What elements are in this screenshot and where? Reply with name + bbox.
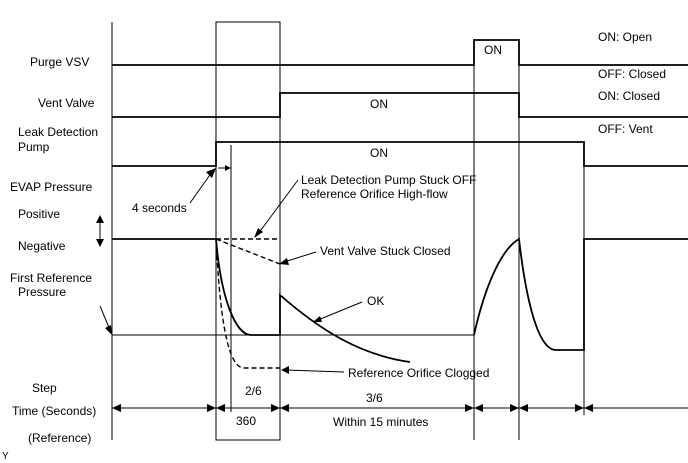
- vent-stuck-dashed-trace: [215, 238, 281, 265]
- time-arrow-a1: [207, 404, 216, 412]
- time-arrow-a2: [216, 404, 225, 412]
- ok-label: OK: [367, 294, 384, 308]
- stuck-off-label-2: Reference Orifice High-flow: [301, 187, 448, 201]
- vent-stuck-label: Vent Valve Stuck Closed: [320, 244, 451, 258]
- reference-label: (Reference): [28, 431, 91, 445]
- evap-pressure-label: EVAP Pressure: [10, 180, 93, 194]
- purge-on-label: ON: [484, 43, 502, 57]
- time-arrow-b1: [271, 404, 280, 412]
- orifice-clogged-leader-head: [281, 366, 289, 374]
- time-360-label: 360: [236, 414, 256, 428]
- time-within15-label: Within 15 minutes: [333, 415, 428, 429]
- vent-valve-label: Vent Valve: [38, 96, 95, 110]
- stuck-off-label-1: Leak Detection Pump Stuck OFF: [301, 173, 476, 187]
- step-2-6-label: 2/6: [245, 384, 262, 398]
- time-label: Time (Seconds): [12, 404, 96, 418]
- leak-pump-label-1: Leak Detection: [18, 125, 98, 139]
- step-window-box: [215, 21, 281, 441]
- negative-label: Negative: [18, 239, 66, 253]
- time-arrow-c2: [474, 404, 483, 412]
- step-3-6-label: 3/6: [366, 391, 383, 405]
- time-arrow-start: [112, 404, 121, 412]
- ok-leader-head: [313, 316, 322, 322]
- leak-pump-signal: [112, 141, 688, 167]
- first-ref-pointer: [99, 305, 111, 331]
- positive-label: Positive: [18, 207, 60, 221]
- evap-pressure-ok-curve: [112, 238, 411, 363]
- state-on-closed: ON: Closed: [598, 89, 660, 103]
- time-arrow-b2: [280, 404, 289, 412]
- time-arrow-e2: [584, 404, 593, 412]
- first-ref-pointer-head: [105, 325, 112, 335]
- time-arrow-d2: [519, 404, 528, 412]
- vent-stuck-leader-head: [279, 258, 289, 265]
- time-arrow-e1: [575, 404, 584, 412]
- clogged-dashed-trace: [215, 238, 280, 369]
- four-seconds-leader: [189, 171, 213, 204]
- orifice-clogged-leader: [285, 369, 345, 373]
- time-arrow-d1: [510, 404, 519, 412]
- vent-stuck-leader: [283, 251, 317, 263]
- orifice-clogged-label: Reference Orifice Clogged: [348, 366, 489, 380]
- pos-arrow-head: [96, 215, 104, 223]
- corner-mark: Y: [2, 451, 9, 462]
- four-seconds-leader-head: [206, 168, 216, 178]
- four-seconds-label: 4 seconds: [132, 201, 187, 215]
- state-off-closed: OFF: Closed: [598, 67, 666, 81]
- first-ref-label-2: Pressure: [18, 285, 66, 299]
- pump-on-label: ON: [370, 146, 388, 160]
- time-arrow-c1: [465, 404, 474, 412]
- first-ref-label-1: First Reference: [10, 271, 92, 285]
- stuck-off-leader: [257, 179, 299, 235]
- neg-arrow-head: [96, 239, 104, 247]
- state-off-vent: OFF: Vent: [598, 122, 653, 136]
- vent-on-label: ON: [370, 97, 388, 111]
- ok-leader: [317, 301, 363, 321]
- stuck-off-leader-head: [254, 228, 263, 238]
- purge-vsv-signal: [112, 39, 688, 66]
- purge-vsv-label: Purge VSV: [30, 55, 89, 69]
- four-seconds-span-head: [225, 165, 231, 171]
- leak-pump-label-2: Pump: [18, 140, 50, 154]
- vent-valve-signal: [112, 92, 688, 118]
- evap-pressure-purge-curve: [473, 237, 688, 351]
- state-on-open: ON: Open: [598, 30, 652, 44]
- step-label: Step: [32, 381, 57, 395]
